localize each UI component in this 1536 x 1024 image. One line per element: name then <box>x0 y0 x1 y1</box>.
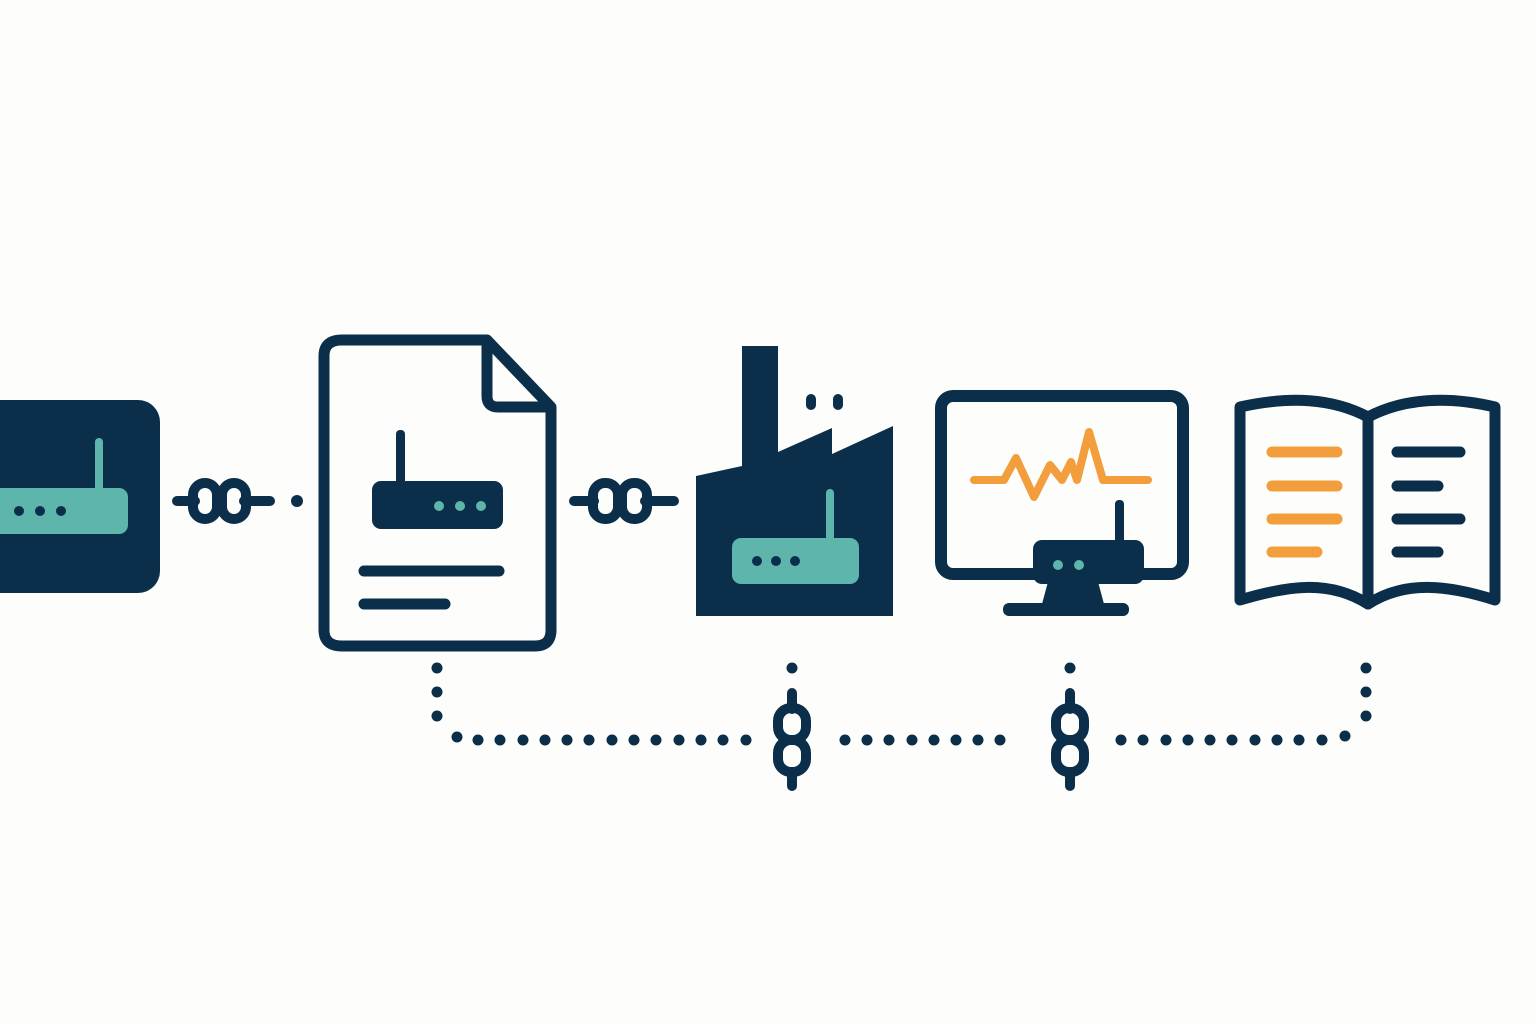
connector-dot <box>472 734 484 746</box>
connector-dot <box>583 734 595 746</box>
connector-dot <box>606 734 618 746</box>
bus-chain-link-1 <box>773 688 811 791</box>
connector-dot <box>1226 734 1238 746</box>
book-right-text <box>1391 446 1466 558</box>
chain-link-1 <box>172 478 303 524</box>
connector-dot <box>1293 734 1305 746</box>
connector-dot <box>431 686 443 698</box>
connector-dot <box>994 734 1006 746</box>
connector-dot <box>1339 730 1351 742</box>
connector-dot <box>1316 734 1328 746</box>
connector-dot <box>883 734 895 746</box>
connector-dot <box>928 734 940 746</box>
factory-smoke-dot <box>833 394 843 410</box>
pulse-line <box>970 428 1152 501</box>
bus-chain-link-2 <box>1051 688 1089 791</box>
connector-dot <box>906 734 918 746</box>
book-left-page <box>1234 394 1374 610</box>
connector-dot <box>1182 734 1194 746</box>
connector-dot <box>717 734 729 746</box>
connector-dot <box>786 662 798 674</box>
connector-dot <box>1271 734 1283 746</box>
connector-dot <box>972 734 984 746</box>
monitoring-station-node <box>935 390 1189 616</box>
connector-dot <box>539 734 551 746</box>
book-right-page <box>1362 394 1501 610</box>
connector-dot <box>431 710 443 722</box>
manufacturer-node <box>696 346 893 616</box>
connector-dot <box>1137 734 1149 746</box>
connector-dot <box>1160 734 1172 746</box>
router-icon <box>372 430 503 529</box>
connector-dot <box>494 734 506 746</box>
router-device-node <box>0 400 160 593</box>
connector-dot <box>1360 662 1372 674</box>
document-fold <box>481 340 551 413</box>
connector-dot <box>1115 734 1127 746</box>
manual-node <box>1234 394 1501 610</box>
document-outline <box>318 334 557 652</box>
router-icon <box>1033 500 1144 584</box>
router-icon <box>732 489 859 584</box>
connector-dot <box>740 734 752 746</box>
connector-dot <box>673 734 685 746</box>
router-icon <box>0 438 128 534</box>
monitor-base <box>1003 603 1129 616</box>
book-left-text <box>1266 446 1343 558</box>
connector-dot <box>650 734 662 746</box>
monitor-stand <box>1042 578 1104 604</box>
connector-dot <box>861 734 873 746</box>
connector-dot <box>1204 734 1216 746</box>
connector-dot <box>1249 734 1261 746</box>
connector-dot <box>1360 686 1372 698</box>
connector-dot <box>561 734 573 746</box>
connector-dot <box>950 734 962 746</box>
connector-dot <box>1360 710 1372 722</box>
dotted-connector-bus <box>431 662 1372 746</box>
connector-dot <box>451 731 463 743</box>
connector-dot <box>1064 662 1076 674</box>
connector-dot <box>695 734 707 746</box>
chain-link-2 <box>569 478 679 524</box>
connector-dot <box>431 662 443 674</box>
connector-dot <box>628 734 640 746</box>
device-document-node <box>318 334 557 652</box>
factory-smoke-dot <box>806 394 816 410</box>
connector-dot <box>517 734 529 746</box>
connector-dot <box>839 734 851 746</box>
